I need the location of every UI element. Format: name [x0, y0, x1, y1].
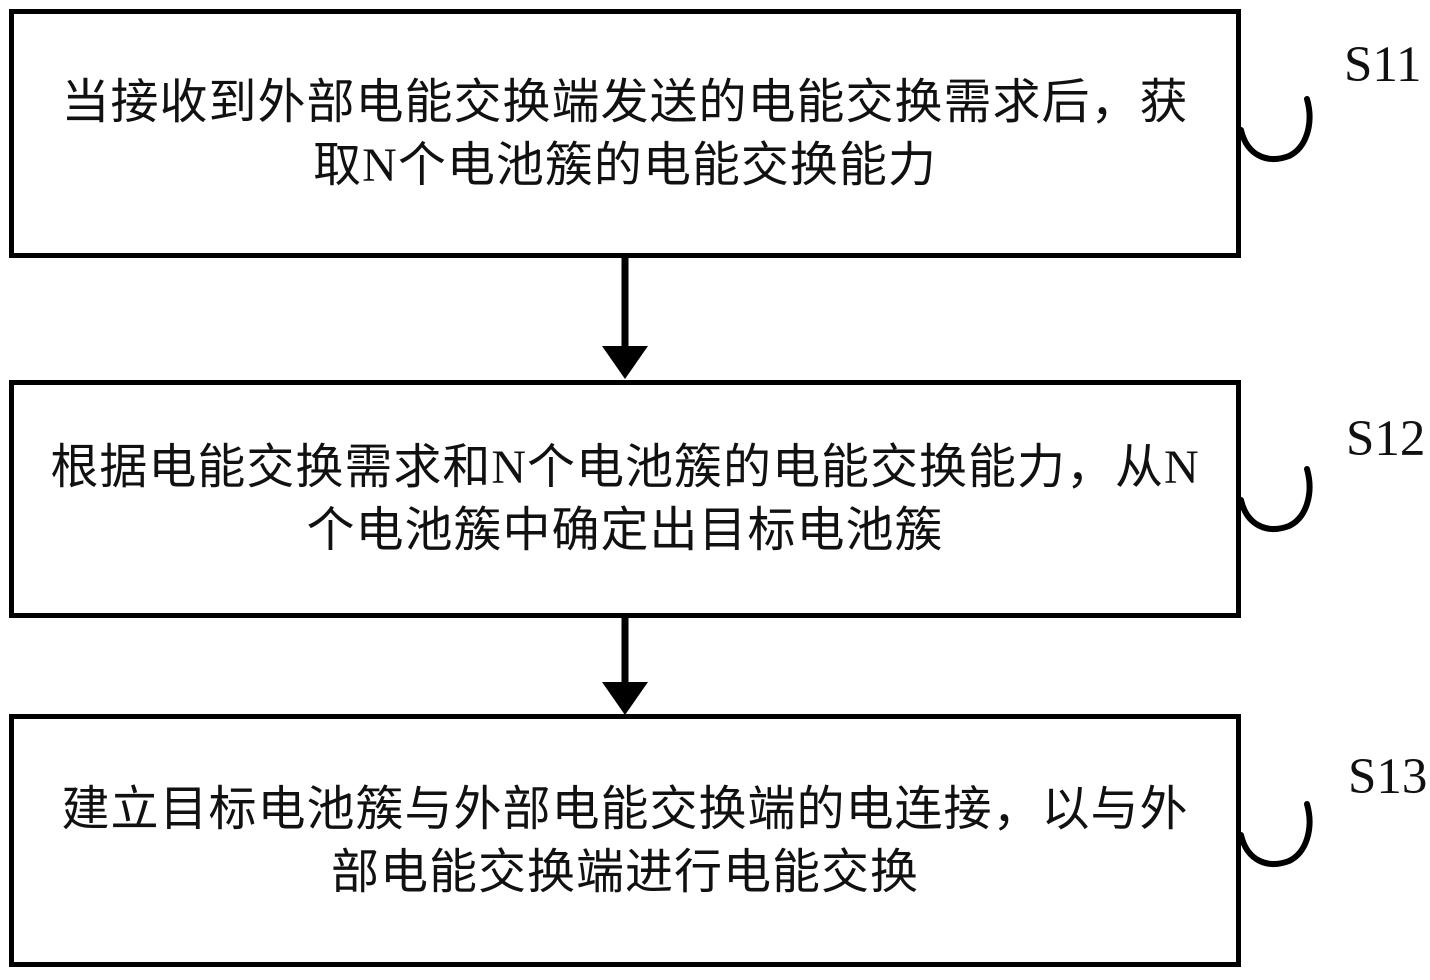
step-text-line: 建立目标电池簇与外部电能交换端的电连接，以与外 [61, 782, 1189, 836]
arrow-head-icon [602, 346, 648, 379]
reference-hook-s12 [1238, 466, 1313, 532]
step-text-line: 部电能交换端进行电能交换 [330, 845, 919, 899]
step-label-s13: S13 [1348, 749, 1428, 805]
arrow-head-icon [602, 682, 648, 715]
step-text-line: 取N个电池簇的电能交换能力 [313, 138, 937, 192]
step-label-s11: S11 [1344, 37, 1422, 93]
step-box-s13: 建立目标电池簇与外部电能交换端的电连接，以与外 部电能交换端进行电能交换 [9, 714, 1241, 967]
step-text-line: 根据电能交换需求和N个电池簇的电能交换能力，从N [50, 441, 1200, 494]
step-text-line: 个电池簇中确定出目标电池簇 [306, 504, 944, 557]
reference-hook-s11 [1238, 96, 1313, 162]
flow-arrow-2 [602, 618, 648, 715]
step-text-line: 当接收到外部电能交换端发送的电能交换需求后，获 [61, 75, 1189, 129]
step-box-s12: 根据电能交换需求和N个电池簇的电能交换能力，从N 个电池簇中确定出目标电池簇 [9, 380, 1241, 618]
step-label-s12: S12 [1346, 411, 1426, 467]
reference-hook-s13 [1238, 801, 1313, 867]
step-box-s11: 当接收到外部电能交换端发送的电能交换需求后，获 取N个电池簇的电能交换能力 [9, 9, 1241, 258]
flow-arrow-1 [602, 258, 648, 379]
